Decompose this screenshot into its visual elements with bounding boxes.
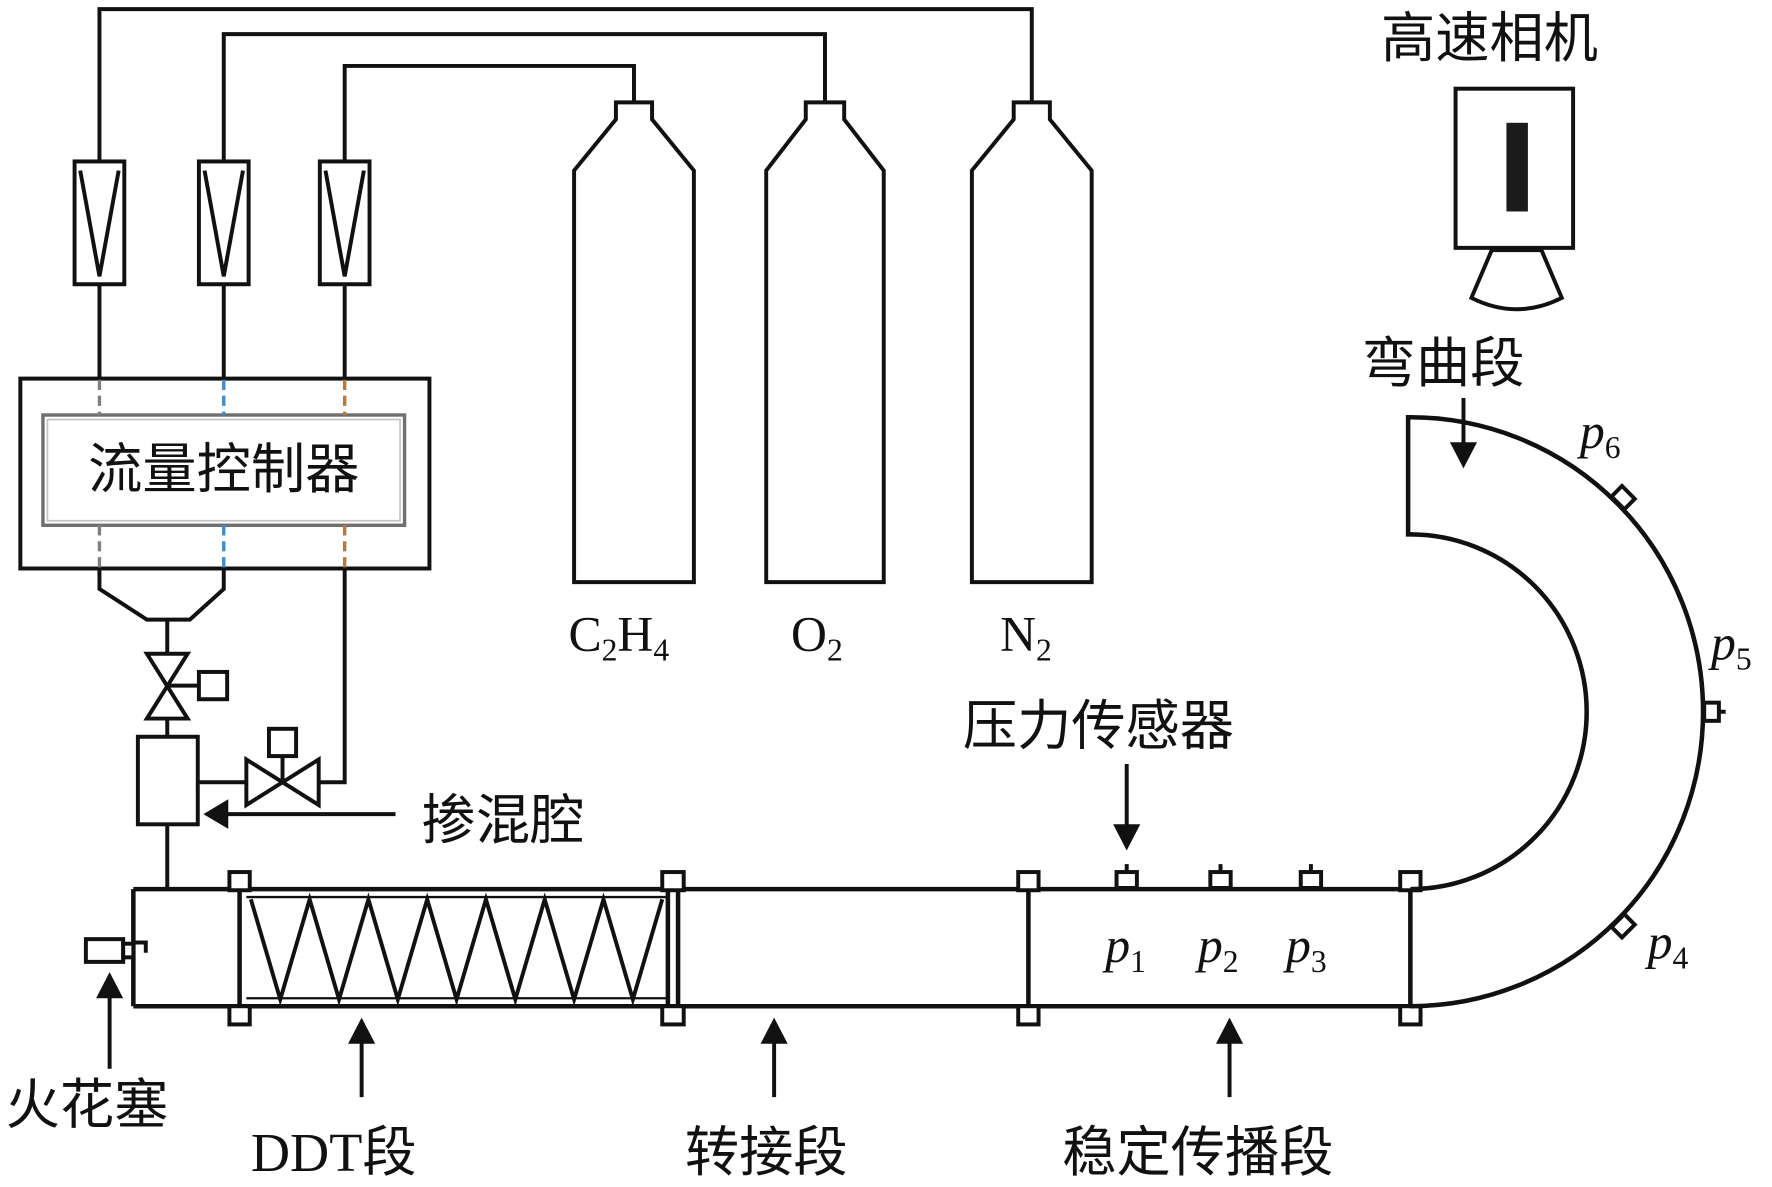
c2h4-label-sub-h: 4 bbox=[653, 632, 669, 667]
oxidizer-branch-pipe bbox=[197, 568, 347, 785]
p4-subscript: 4 bbox=[1673, 941, 1689, 976]
bend-arrowhead bbox=[1449, 442, 1478, 469]
flow-controller-label: 流量控制器 bbox=[88, 440, 359, 500]
n2-label-n: N bbox=[1000, 606, 1036, 661]
bend-end-cap bbox=[1405, 414, 1413, 537]
p6-subscript: 6 bbox=[1605, 430, 1621, 465]
n2-label-sub: 2 bbox=[1036, 632, 1052, 667]
p3-label: p3 bbox=[1283, 918, 1327, 979]
p2-label: p2 bbox=[1195, 918, 1239, 979]
pressure-sensor-label: 压力传感器 bbox=[963, 697, 1234, 757]
merge-funnel bbox=[97, 568, 226, 654]
p1-label: p1 bbox=[1102, 918, 1146, 979]
camera-label: 高速相机 bbox=[1381, 9, 1598, 69]
spark-plug-label: 火花塞 bbox=[6, 1075, 169, 1135]
bend-label: 弯曲段 bbox=[1362, 334, 1525, 394]
o2-label-o: O bbox=[791, 606, 827, 661]
c2h4-label-h: H bbox=[617, 606, 653, 661]
ddt-label: DDT段 bbox=[251, 1123, 417, 1183]
main-tube bbox=[83, 870, 1423, 1027]
camera-slit bbox=[1506, 122, 1528, 212]
sensor-p3 bbox=[1298, 864, 1324, 890]
ddt-spiral bbox=[248, 892, 665, 1007]
section-labels: 火花塞 DDT段 转接段 稳定传播段 bbox=[6, 972, 1334, 1183]
stable-label: 稳定传播段 bbox=[1062, 1123, 1333, 1183]
main-valve-actuator bbox=[196, 669, 230, 702]
supply-pipes bbox=[97, 7, 1034, 162]
pressure-sensor-arrowhead bbox=[1113, 824, 1141, 851]
gas-cylinders: C2H4 O2 N2 bbox=[568, 100, 1094, 668]
p3-subscript: 3 bbox=[1311, 944, 1327, 979]
n2-label: N2 bbox=[1000, 606, 1052, 667]
p5-symbol: p bbox=[1708, 615, 1736, 670]
flange-1 bbox=[227, 870, 252, 1027]
mixing-chamber-label: 掺混腔 bbox=[422, 791, 585, 851]
p1-subscript: 1 bbox=[1130, 944, 1146, 979]
p3-symbol: p bbox=[1283, 918, 1311, 973]
o2-label-sub: 2 bbox=[827, 632, 843, 667]
p5-label: p5 bbox=[1708, 615, 1752, 676]
ddt-arrowhead bbox=[348, 1017, 376, 1044]
flowmeters bbox=[72, 159, 372, 379]
adapter-label: 转接段 bbox=[685, 1123, 848, 1183]
flowmeter-1 bbox=[72, 159, 127, 287]
pressure-sensors-straight: p1 p2 p3 压力传感器 bbox=[963, 697, 1327, 980]
c2h4-supply-pipe bbox=[342, 63, 636, 162]
sensor-p2 bbox=[1208, 864, 1233, 890]
sensor-p4 bbox=[1608, 911, 1638, 941]
flow-controller: 流量控制器 bbox=[18, 376, 432, 571]
sensor-p1 bbox=[1114, 864, 1139, 890]
p5-subscript: 5 bbox=[1736, 642, 1752, 677]
sensor-p6 bbox=[1608, 483, 1638, 513]
o2-label: O2 bbox=[791, 606, 843, 667]
stable-arrowhead bbox=[1215, 1017, 1244, 1044]
flange-2 bbox=[660, 870, 686, 1027]
mixing-chamber bbox=[135, 734, 200, 827]
camera-lens bbox=[1468, 248, 1565, 312]
c2h4-label-c: C bbox=[568, 606, 601, 661]
n2-cylinder bbox=[969, 100, 1094, 585]
flowmeter-outlet-lines bbox=[97, 284, 347, 379]
o2-cylinder bbox=[764, 100, 886, 585]
c2h4-label: C2H4 bbox=[568, 606, 669, 667]
branch-valve-actuator bbox=[266, 726, 299, 759]
p1-symbol: p bbox=[1102, 918, 1130, 973]
spark-plug-arrowhead bbox=[96, 972, 124, 999]
sensor-p5 bbox=[1702, 700, 1726, 723]
p6-label: p6 bbox=[1577, 404, 1621, 465]
n2-supply-pipe bbox=[97, 7, 1034, 162]
flowmeter-3 bbox=[317, 159, 372, 287]
high-speed-camera: 高速相机 bbox=[1381, 9, 1598, 312]
c2h4-label-sub-c: 2 bbox=[602, 632, 618, 667]
flange-4 bbox=[1398, 870, 1423, 1027]
flowmeter-2 bbox=[196, 159, 251, 287]
mixing-chamber-arrowhead bbox=[203, 799, 229, 829]
flange-3 bbox=[1016, 870, 1041, 1027]
mixing-assembly: 掺混腔 bbox=[97, 568, 585, 890]
o2-supply-pipe bbox=[221, 32, 827, 162]
p6-symbol: p bbox=[1577, 404, 1605, 459]
bend-inner-wall bbox=[1410, 532, 1589, 892]
adapter-arrowhead bbox=[760, 1017, 788, 1044]
c2h4-cylinder bbox=[572, 100, 696, 585]
p4-label: p4 bbox=[1645, 914, 1689, 975]
p4-symbol: p bbox=[1645, 914, 1673, 969]
spark-plug bbox=[83, 937, 148, 964]
bend-section: p6 p5 p4 弯曲段 bbox=[1362, 334, 1752, 1009]
p2-subscript: 2 bbox=[1223, 944, 1239, 979]
p2-symbol: p bbox=[1195, 918, 1223, 973]
